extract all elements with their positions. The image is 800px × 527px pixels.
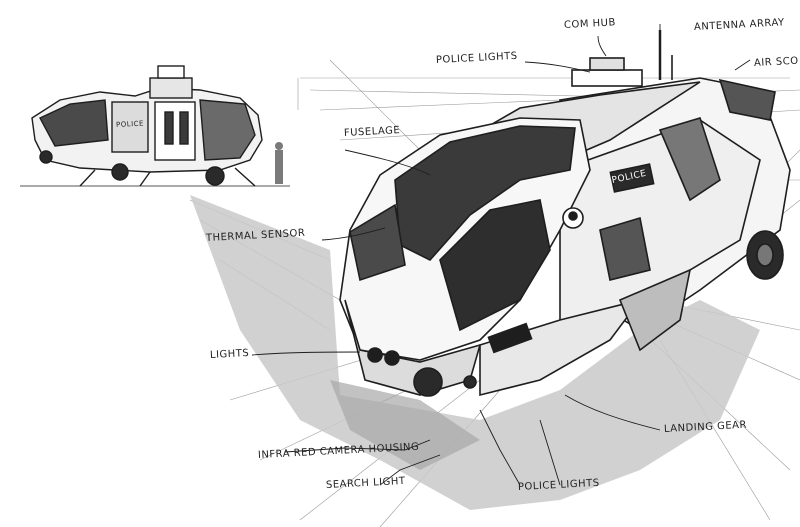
leader-lines bbox=[251, 24, 751, 486]
police-hover-vehicle bbox=[339, 30, 791, 397]
badge-police-small: POLICE bbox=[115, 119, 145, 129]
label-lights: LIGHTS bbox=[209, 347, 250, 361]
label-air-scoop: AIR SCO bbox=[753, 55, 799, 69]
ground-shadow bbox=[190, 195, 760, 510]
side-view-vehicle bbox=[20, 65, 290, 187]
ground-shadow-dark bbox=[330, 380, 480, 470]
